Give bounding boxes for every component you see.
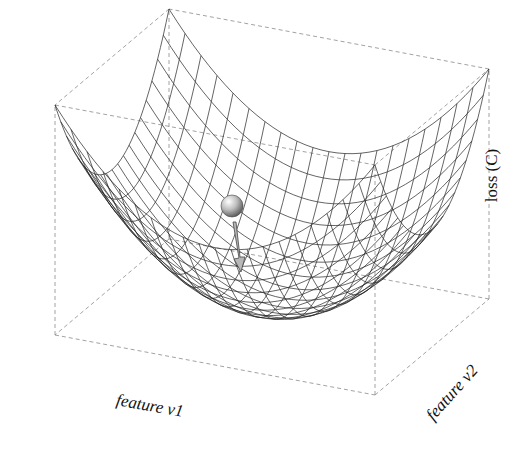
mesh-line [263, 151, 377, 317]
mesh-line [55, 9, 169, 175]
mesh-line [112, 170, 432, 315]
mesh-line [375, 69, 489, 235]
axis-label: feature v2 [423, 361, 481, 423]
mesh-line [169, 9, 489, 154]
mesh-line [141, 118, 461, 263]
box-edge [169, 9, 489, 69]
box-edge [55, 335, 375, 395]
mesh-line [327, 117, 441, 283]
mesh-line [119, 93, 233, 259]
mesh-line [279, 146, 393, 312]
mesh-line [359, 87, 473, 253]
mesh-line [247, 153, 361, 319]
axis-label: loss (C) [484, 148, 501, 201]
mesh-line [311, 129, 425, 295]
box-edge [55, 105, 56, 335]
mesh-line [146, 100, 466, 245]
axis-label: feature v1 [115, 391, 185, 420]
mesh-line [118, 164, 438, 309]
mesh-line [135, 109, 249, 275]
box-edge [55, 9, 169, 105]
mesh-line [295, 139, 409, 305]
mesh-line [152, 81, 472, 226]
bounding-box [55, 9, 489, 395]
box-edge [55, 105, 375, 165]
paraboloid-mesh [55, 9, 489, 319]
box-edge [375, 165, 376, 395]
mesh-line [123, 156, 443, 301]
mesh-line [163, 35, 483, 180]
descent-arrow [233, 222, 245, 272]
mesh-line [215, 152, 329, 318]
ball [221, 195, 243, 217]
gradient-ball [221, 195, 245, 272]
mesh-line [129, 145, 449, 290]
mesh-line [101, 175, 421, 320]
mesh-line [158, 59, 478, 204]
